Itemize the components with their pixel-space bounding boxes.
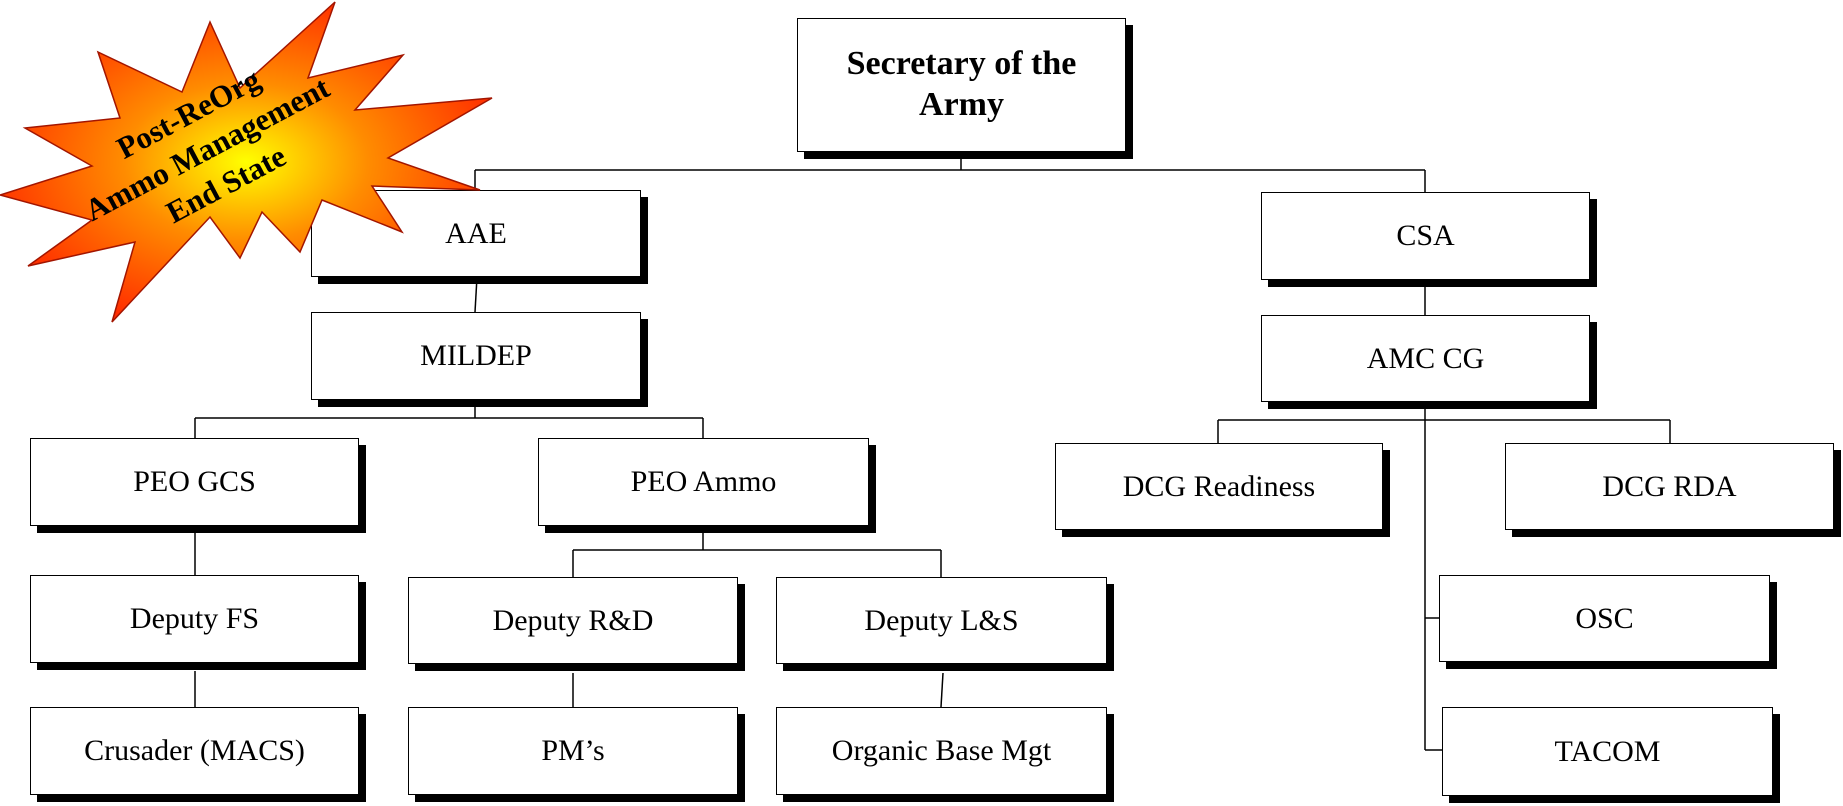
box-crusader-macs: Crusader (MACS) bbox=[30, 707, 359, 795]
box-peo-ammo: PEO Ammo bbox=[538, 438, 869, 526]
box-deputy-ls: Deputy L&S bbox=[776, 577, 1107, 664]
box-pms: PM’s bbox=[408, 707, 738, 795]
box-dcg-rda: DCG RDA bbox=[1505, 443, 1834, 530]
box-dcg-readiness: DCG Readiness bbox=[1055, 443, 1383, 530]
starburst-callout: Post-ReOrg Ammo Management End State bbox=[0, 1, 493, 323]
box-deputy-fs: Deputy FS bbox=[30, 575, 359, 663]
box-secretary-of-the-army: Secretary of the Army bbox=[797, 18, 1126, 152]
box-deputy-rd: Deputy R&D bbox=[408, 577, 738, 664]
box-amc-cg: AMC CG bbox=[1261, 315, 1590, 402]
box-osc: OSC bbox=[1439, 575, 1770, 662]
box-organic-base-mgt: Organic Base Mgt bbox=[776, 707, 1107, 795]
box-mildep: MILDEP bbox=[311, 312, 641, 400]
starburst-shape bbox=[0, 1, 493, 323]
box-csa: CSA bbox=[1261, 192, 1590, 280]
box-tacom: TACOM bbox=[1442, 707, 1773, 796]
box-peo-gcs: PEO GCS bbox=[30, 438, 359, 526]
